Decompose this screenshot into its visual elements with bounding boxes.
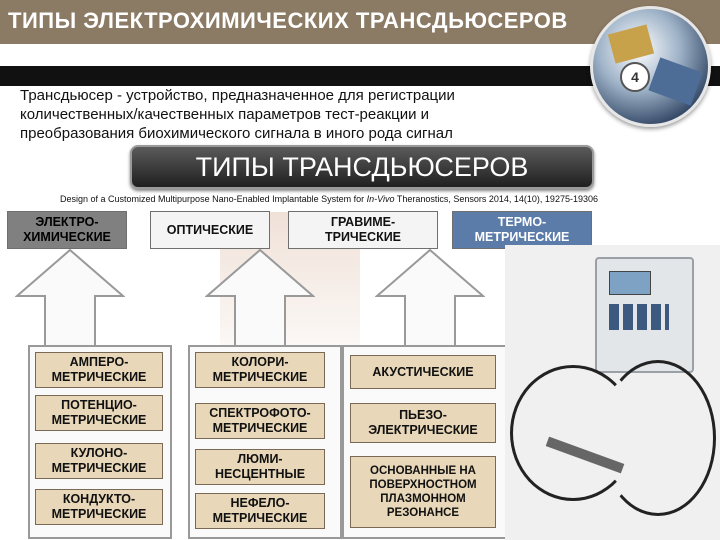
subtype-piezoelectric: ПЬЕЗО-ЭЛЕКТРИЧЕСКИЕ — [350, 403, 496, 443]
subtype-label: МЕТРИЧЕСКИЕ — [51, 507, 147, 521]
subtype-label: МЕТРИЧЕСКИЕ — [51, 413, 147, 427]
subtype-colorimetric: КОЛОРИ-МЕТРИЧЕСКИЕ — [195, 352, 325, 388]
subtype-potentiometric: ПОТЕНЦИО-МЕТРИЧЕСКИЕ — [35, 395, 163, 431]
category-label: ТЕРМО- — [497, 215, 547, 229]
subtype-label: РЕЗОНАНСЕ — [386, 507, 460, 519]
subtype-label: ПОТЕНЦИО- — [61, 398, 137, 412]
subtype-label: ПЛАЗМОННОМ — [380, 493, 466, 505]
subtype-coulometric: КУЛОНО-МЕТРИЧЕСКИЕ — [35, 443, 163, 479]
category-thermometric: ТЕРМО-МЕТРИЧЕСКИЕ — [452, 211, 592, 249]
citation: Design of a Customized Multipurpose Nano… — [60, 194, 598, 204]
subtype-label: КУЛОНО- — [70, 446, 128, 460]
category-optical: ОПТИЧЕСКИЕ — [150, 211, 270, 249]
subtype-label: НЕСЦЕНТНЫЕ — [214, 467, 306, 481]
page-number: 4 — [620, 62, 650, 92]
subtype-label: МЕТРИЧЕСКИЕ — [51, 370, 147, 384]
subtype-label: МЕТРИЧЕСКИЕ — [212, 421, 308, 435]
header-divider — [0, 66, 720, 86]
category-label: ЭЛЕКТРО- — [35, 215, 99, 229]
category-label: ГРАВИМЕ- — [330, 215, 396, 229]
subtype-label: ПЬЕЗО- — [399, 408, 447, 422]
definition-line: Трансдьюсер - устройство, предназначенно… — [20, 87, 455, 104]
subtype-label: НЕФЕЛО- — [230, 496, 290, 510]
arrow-up-icon — [15, 248, 125, 347]
device-photo — [505, 245, 720, 540]
subtype-amperometric: АМПЕРО-МЕТРИЧЕСКИЕ — [35, 352, 163, 388]
category-label: ОПТИЧЕСКИЕ — [166, 222, 254, 237]
types-banner: ТИПЫ ТРАНСДЬЮСЕРОВ — [130, 145, 594, 189]
subtype-surface-plasmon-resonance: ОСНОВАННЫЕ НА ПОВЕРХНОСТНОМ ПЛАЗМОННОМ Р… — [350, 456, 496, 528]
subtype-label: МЕТРИЧЕСКИЕ — [212, 511, 308, 525]
subtype-label: АМПЕРО- — [69, 355, 129, 369]
page-title: ТИПЫ ЭЛЕКТРОХИМИЧЕСКИХ ТРАНСДЬЮСЕРОВ — [8, 8, 568, 33]
subtype-label: ЭЛЕКТРИЧЕСКИЕ — [368, 423, 478, 437]
arrow-up-icon — [375, 248, 485, 347]
subtype-nephelometric: НЕФЕЛО-МЕТРИЧЕСКИЕ — [195, 493, 325, 529]
citation-italic: In-Vivo — [366, 194, 395, 204]
arrow-up-icon — [205, 248, 315, 347]
citation-text: Design of a Customized Multipurpose Nano… — [60, 194, 367, 204]
subtype-luminescent: ЛЮМИ-НЕСЦЕНТНЫЕ — [195, 449, 325, 485]
subtype-label: ОСНОВАННЫЕ НА — [370, 465, 476, 477]
device-screen — [609, 271, 651, 295]
subtype-label: МЕТРИЧЕСКИЕ — [212, 370, 308, 384]
category-electrochemical: ЭЛЕКТРО-ХИМИЧЕСКИЕ — [7, 211, 127, 249]
category-label: МЕТРИЧЕСКИЕ — [474, 230, 570, 244]
logo-shape — [607, 24, 655, 64]
definition-line: количественных/качественных параметров т… — [20, 106, 430, 123]
subtype-label: ПОВЕРХНОСТНОМ — [369, 479, 477, 491]
subtype-label: МЕТРИЧЕСКИЕ — [51, 461, 147, 475]
logo-image — [590, 6, 711, 127]
logo-shape — [648, 57, 703, 106]
subtype-label: ЛЮМИ- — [237, 452, 283, 466]
category-label: ТРИЧЕСКИЕ — [324, 230, 402, 244]
subtype-label: АКУСТИЧЕСКИЕ — [372, 364, 474, 379]
subtype-acoustic: АКУСТИЧЕСКИЕ — [350, 355, 496, 389]
definition-line: преобразования биохимического сигнала в … — [20, 125, 453, 142]
definition-text: Трансдьюсер - устройство, предназначенно… — [20, 86, 580, 143]
category-label: ХИМИЧЕСКИЕ — [23, 230, 111, 244]
device-body — [595, 257, 694, 373]
category-gravimetric: ГРАВИМЕ-ТРИЧЕСКИЕ — [288, 211, 438, 249]
device-cable — [600, 360, 716, 516]
device-keypad — [609, 304, 669, 330]
subtype-conductometric: КОНДУКТО-МЕТРИЧЕСКИЕ — [35, 489, 163, 525]
device-cable — [510, 365, 636, 501]
subtype-label: СПЕКТРОФОТО- — [209, 406, 311, 420]
subtype-label: КОНДУКТО- — [62, 492, 136, 506]
subtype-spectrophotometric: СПЕКТРОФОТО-МЕТРИЧЕСКИЕ — [195, 403, 325, 439]
citation-text: Theranostics, Sensors 2014, 14(10), 1927… — [394, 194, 598, 204]
subtype-label: КОЛОРИ- — [231, 355, 289, 369]
